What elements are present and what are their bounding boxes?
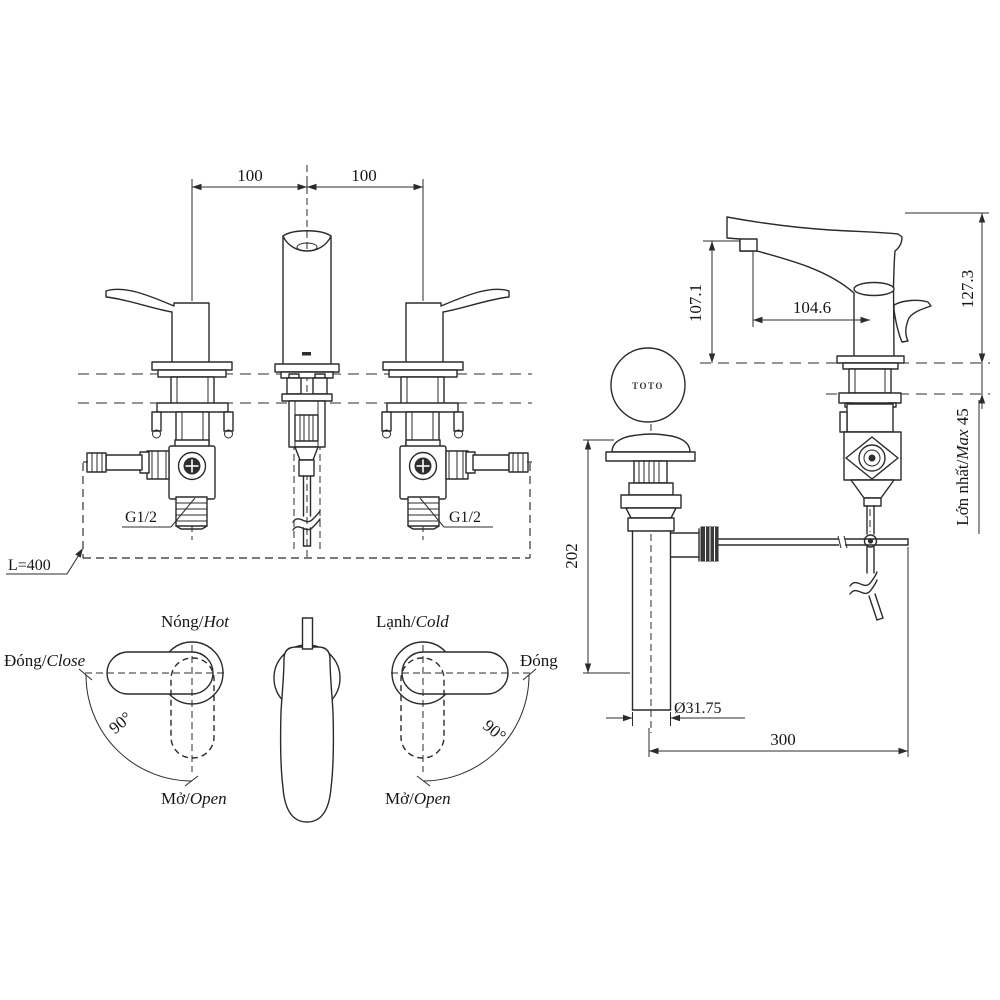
dim-L400: L=400 (6, 546, 86, 575)
center-spout-assembly (274, 165, 340, 560)
dim-127: 127.3 (905, 212, 989, 363)
dim-31-label: Ø31.75 (674, 700, 722, 717)
dim-104-label: 104.6 (793, 298, 831, 317)
close-label-right: Đóng (520, 651, 558, 670)
dim-202-label: 202 (562, 543, 581, 569)
dim-104: 104.6 (752, 252, 870, 327)
dim-300: 300 (648, 547, 909, 757)
hose-break-mark (292, 510, 321, 523)
faucet-handle (893, 299, 932, 343)
dim-L400-label: L=400 (8, 557, 51, 574)
dim-127-label: 127.3 (958, 270, 977, 308)
angle-label-left: 90° (105, 708, 135, 738)
side-elevation: TOTO (562, 212, 990, 757)
open-label-right: Mở/Open (385, 789, 451, 808)
cold-handle-assembly (381, 282, 533, 541)
cold-operation-diagram (386, 641, 537, 787)
faucet-side-view (726, 216, 932, 621)
hot-handle-assembly (82, 282, 234, 541)
drain-side-view (605, 424, 909, 733)
drain-stopper-dome (611, 433, 691, 453)
front-elevation: 100 100 G1/2 G1/2 L=400 (6, 165, 533, 575)
drain-top-view: TOTO (610, 347, 686, 423)
g12-right-label: G1/2 (449, 509, 481, 526)
dim-31: Ø31.75 (606, 700, 745, 726)
toto-logo: TOTO (632, 381, 664, 391)
cold-label: Lạnh/Cold (376, 612, 449, 631)
spout-logo-mark (302, 352, 311, 356)
dim-107-label: 107.1 (686, 284, 705, 322)
hot-operation-diagram (78, 641, 229, 787)
rod-break-mark (849, 571, 878, 587)
faucet-body (726, 216, 903, 358)
hot-label: Nóng/Hot (161, 612, 230, 631)
supply-hose-envelope (82, 463, 531, 559)
dim-max45: Lớn nhất/Max 45 (953, 349, 986, 534)
dim-100-left-label: 100 (237, 166, 263, 185)
close-label-left: Đóng/Close (4, 651, 86, 670)
g12-left-label: G1/2 (125, 509, 157, 526)
dim-202: 202 (562, 439, 630, 674)
operation-diagrams: Nóng/Hot Đóng/Close Mở/Open 90° Lạnh/Col… (4, 612, 558, 823)
dim-107: 107.1 (686, 240, 740, 363)
dim-100-right-label: 100 (351, 166, 377, 185)
open-label-left: Mở/Open (161, 789, 227, 808)
dim-300-label: 300 (770, 730, 796, 749)
handle-front-view (273, 617, 341, 823)
dim-100-100: 100 100 (191, 166, 424, 299)
dim-max45-label: Lớn nhất/Max 45 (953, 408, 972, 526)
